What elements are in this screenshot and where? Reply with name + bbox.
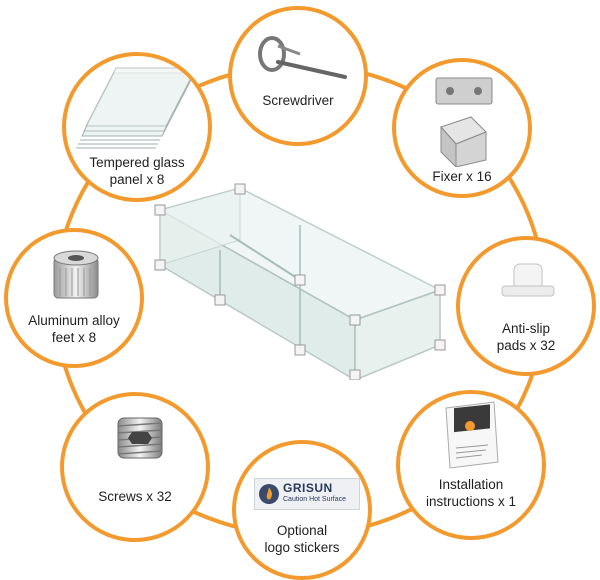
anti-slip-label-line1: Anti-slip (501, 321, 550, 336)
screwdriver-label: Screwdriver (262, 93, 334, 108)
item-logo-stickers: GRISUN Caution Hot Surface Optional logo… (232, 440, 372, 580)
aluminum-feet-label-line2: feet x 8 (51, 330, 97, 345)
installation-label-line2: instructions x 1 (425, 494, 517, 509)
logo-sticker-icon: GRISUN Caution Hot Surface (254, 478, 360, 510)
item-anti-slip-pads: Anti-slip pads x 32 (456, 236, 596, 376)
rubber-pad-icon (501, 263, 555, 297)
hex-key-icon (258, 36, 347, 79)
manual-booklet-icon (445, 401, 499, 469)
item-glass-panel: Tempered glass panel x 8 (62, 52, 212, 202)
logo-stickers-label-line2: logo stickers (264, 540, 340, 555)
glass-panel-label-line1: Tempered glass (89, 155, 185, 170)
item-fixer: Fixer x 16 (392, 58, 532, 198)
aluminum-feet-label-line1: Aluminum alloy (28, 313, 120, 328)
glass-panel-label-line2: panel x 8 (109, 172, 165, 187)
item-screwdriver: Screwdriver (228, 6, 368, 146)
hex-screw-icon (117, 417, 163, 459)
aluminum-foot-icon (53, 250, 99, 299)
installation-label-line1: Installation (438, 477, 504, 492)
item-installation-instructions: Installation instructions x 1 (396, 390, 546, 540)
fixer-label: Fixer x 16 (432, 169, 492, 184)
anti-slip-label-line2: pads x 32 (496, 338, 556, 353)
glass-wind-guard-image (154, 183, 446, 380)
flame-logo-icon (259, 484, 279, 504)
sticker-caption: Caution Hot Surface (283, 496, 347, 503)
item-screws: Screws x 32 (60, 392, 210, 542)
item-aluminum-feet: Aluminum alloy feet x 8 (4, 228, 144, 368)
glass-panel-stack-icon (76, 67, 192, 149)
screws-label: Screws x 32 (98, 489, 172, 504)
logo-stickers-label-line1: Optional (276, 523, 328, 538)
glass-clamp-icon (435, 77, 493, 167)
sticker-brand: GRISUN (283, 481, 333, 495)
